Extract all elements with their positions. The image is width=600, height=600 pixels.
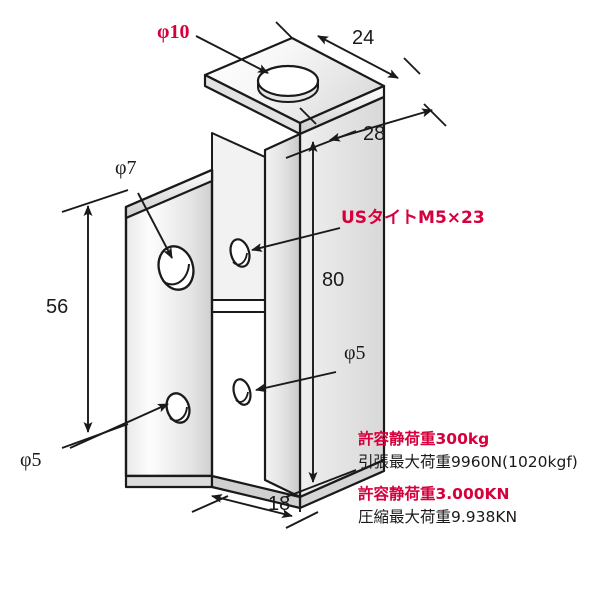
leader-phi10: [195, 35, 269, 74]
spec-allowable-static-load-kg: 許容静荷重300kg: [358, 430, 490, 448]
spec-max-tensile-load: 引張最大荷重9960N(1020kgf): [358, 453, 578, 471]
ext-line-24-right: [403, 57, 421, 75]
channel-bottom-open-edge: [124, 474, 214, 489]
label-dim-28: 28: [363, 123, 386, 145]
ext-line-28-right: [423, 103, 447, 127]
ext-line-56-top: [61, 189, 129, 213]
spec-divider: [358, 473, 578, 482]
hole-phi5-front-inner-shade: [169, 406, 188, 422]
channel-right-inner-strip: [263, 132, 302, 499]
leader-phi5-right: [255, 371, 337, 393]
leader-phi7: [137, 192, 173, 259]
label-phi5-left: φ5: [20, 449, 42, 471]
hole-phi7-inner-shade: [162, 263, 190, 286]
label-dim-80: 80: [322, 269, 345, 291]
dim-line-24: [317, 35, 399, 79]
leader-screw-note: [251, 227, 341, 252]
ext-line-24-left: [275, 21, 293, 39]
hole-phi5-side-shade: [235, 391, 249, 403]
bracket-3d-body: [124, 36, 386, 510]
label-dim-24: 24: [352, 27, 375, 49]
front-flange-face: [124, 168, 214, 478]
leader-phi5-left: [69, 403, 169, 449]
front-flange-top-edge: [124, 168, 214, 220]
hole-screw-side-shade: [232, 252, 248, 266]
label-dim-56: 56: [46, 296, 69, 318]
label-phi7: φ7: [115, 157, 137, 179]
spec-max-compressive-load: 圧縮最大荷重9.938KN: [358, 508, 518, 526]
ext-line-56-bottom: [61, 423, 129, 449]
load-specifications-block: 許容静荷重300kg 引張最大荷重9960N(1020kgf) 許容静荷重3.0…: [358, 427, 578, 528]
ext-line-80-bottom: [285, 469, 357, 498]
ext-line-80-top: [285, 130, 357, 159]
ext-line-18-right: [285, 511, 319, 529]
label-phi10: φ10: [157, 21, 190, 43]
spec-allowable-static-load-kn: 許容静荷重3.000KN: [358, 485, 510, 503]
dim-line-18: [211, 494, 293, 518]
hole-phi10-inner-wall: [257, 80, 319, 103]
ext-line-28-left: [299, 107, 317, 125]
label-phi5-right: φ5: [344, 342, 366, 364]
dimension-lines: [61, 21, 447, 529]
label-screw-note: USタイトM5×23: [341, 208, 485, 228]
label-dim-18: 18: [268, 493, 291, 515]
